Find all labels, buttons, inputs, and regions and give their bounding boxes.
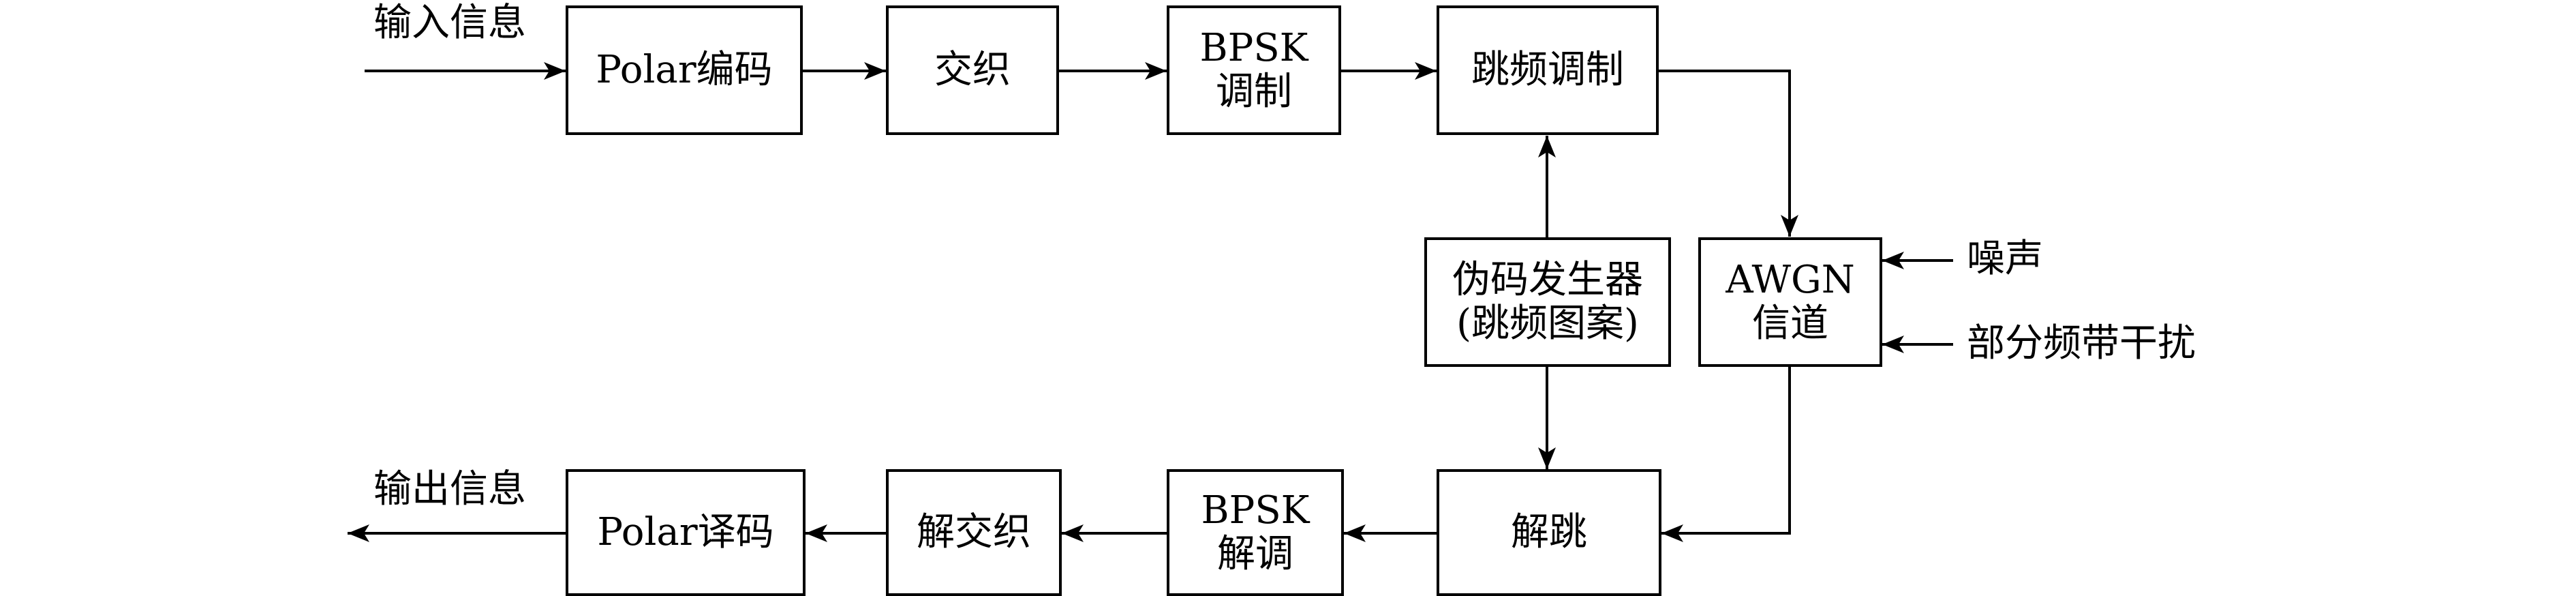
interference-label: 部分频带干扰	[1967, 321, 2196, 366]
bpsk-demod-text-2: 解调	[1217, 532, 1293, 576]
awgn-channel-block: AWGN 信道	[1698, 237, 1882, 367]
bpsk-mod-text-1: BPSK	[1199, 25, 1308, 70]
input-label: 输入信息	[373, 1, 526, 45]
pn-generator-text-1: 伪码发生器	[1452, 257, 1643, 302]
pn-generator-block: 伪码发生器 (跳频图案)	[1424, 237, 1671, 367]
fh-mod-text: 跳频调制	[1471, 47, 1624, 92]
bpsk-mod-text-2: 调制	[1216, 70, 1292, 114]
polar-decode-text: Polar译码	[597, 509, 774, 554]
deinterleave-block: 解交织	[886, 469, 1062, 596]
bpsk-demod-block: BPSK 解调	[1167, 469, 1344, 596]
fh-mod-block: 跳频调制	[1437, 5, 1659, 135]
deinterleave-text: 解交织	[917, 509, 1031, 554]
bpsk-demod-text-1: BPSK	[1201, 488, 1310, 533]
dehop-block: 解跳	[1437, 469, 1661, 596]
interleave-block: 交织	[886, 5, 1059, 135]
channel-text-1: AWGN	[1726, 257, 1855, 302]
noise-label: 噪声	[1967, 237, 2043, 281]
dehop-text: 解跳	[1511, 509, 1587, 554]
interleave-text: 交织	[934, 47, 1011, 92]
channel-text-2: 信道	[1752, 301, 1828, 346]
arrow-channel-to-dehop	[1661, 367, 1791, 542]
polar-encode-block: Polar编码	[566, 5, 803, 135]
pn-generator-text-2: (跳频图案)	[1456, 301, 1639, 346]
bpsk-mod-block: BPSK 调制	[1167, 5, 1341, 135]
output-label: 输出信息	[373, 467, 526, 511]
polar-encode-text: Polar编码	[596, 47, 773, 92]
polar-decode-block: Polar译码	[566, 469, 806, 596]
arrow-fh-to-channel	[1659, 70, 1798, 237]
